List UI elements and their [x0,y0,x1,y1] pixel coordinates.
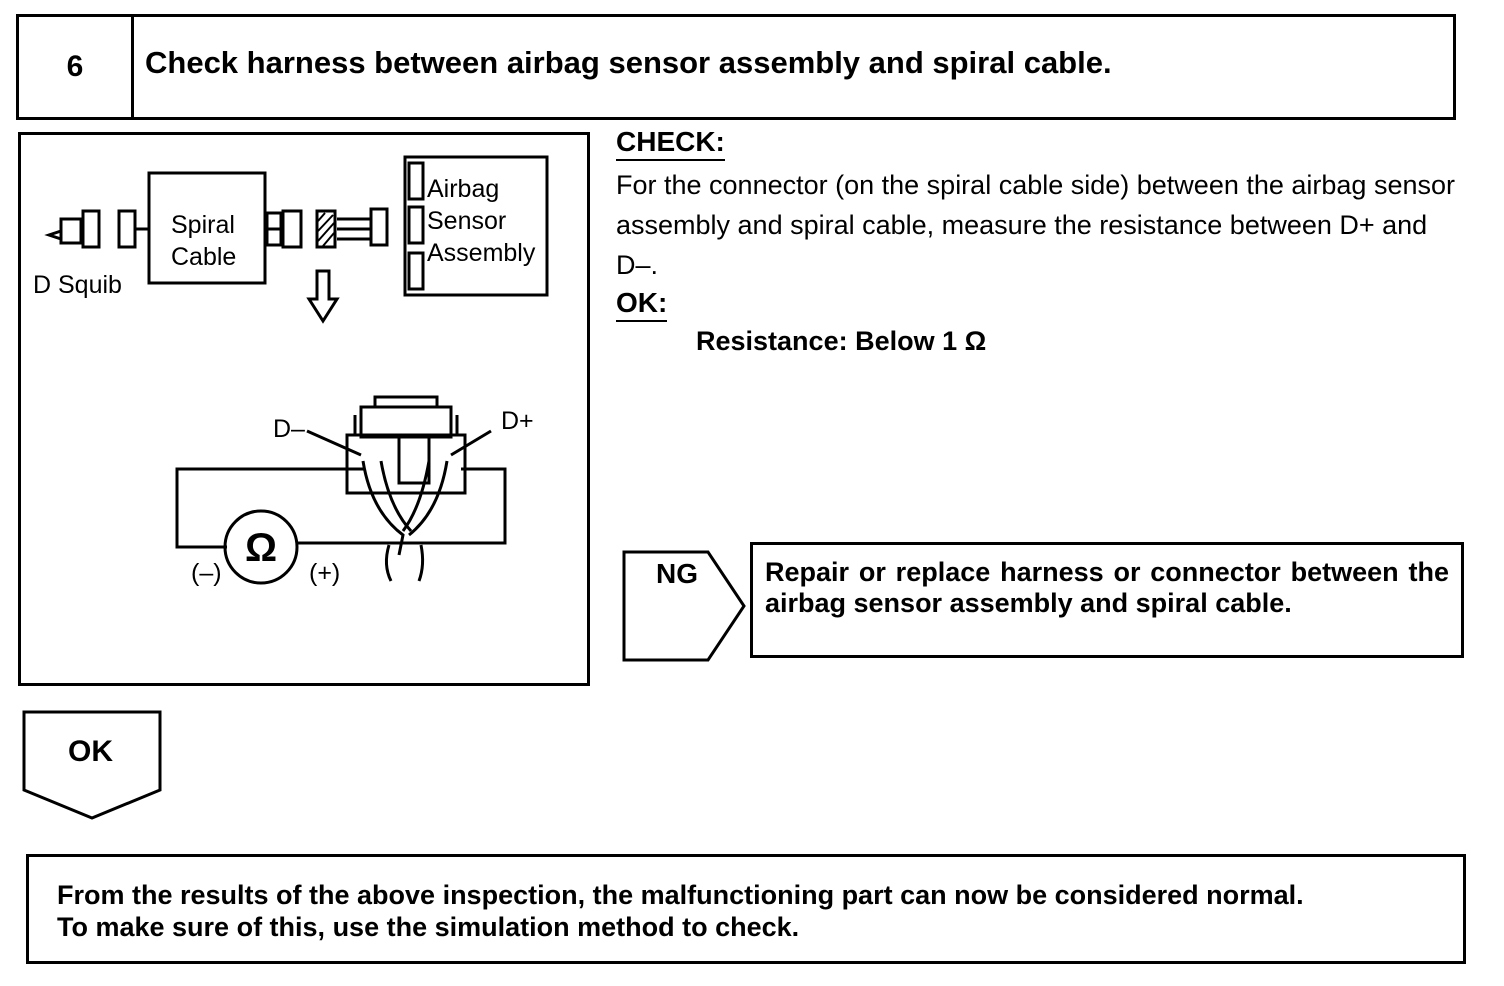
check-instructions: For the connector (on the spiral cable s… [616,170,1455,280]
airbag-label-3: Assembly [427,239,536,267]
step-header: 6 Check harness between airbag sensor as… [16,14,1456,120]
spiral-right-connector-b [281,209,303,249]
check-section: CHECK: For the connector (on the spiral … [616,126,1476,357]
ok-specification: Resistance: Below 1 Ω [696,326,987,356]
squib-plug [59,217,83,245]
airbag-connector [369,207,389,247]
airbag-sensor-box [403,155,549,297]
probe-wire-left [384,544,393,582]
airbag-label-2: Sensor [427,207,506,235]
ok-arrow-icon [22,710,162,820]
ng-arrow-icon [622,550,746,662]
check-heading: CHECK: [616,126,725,161]
ng-action-text: Repair or replace harness or connector b… [765,557,1449,618]
ok-heading: OK: [616,287,668,322]
airbag-label-1: Airbag [427,175,499,203]
conclusion-box: From the results of the above inspection… [26,854,1466,964]
conclusion-line-1: From the results of the above inspection… [57,880,1304,910]
probe-wire-right [417,544,425,582]
connector-diagram-svg: Spiral Cable Airbag Sensor Assembly D Sq… [33,155,549,587]
spiral-cable-label-1: Spiral [171,211,235,239]
probe-d-plus [401,460,431,532]
conclusion-text: From the results of the above inspection… [57,879,1443,943]
spiral-cable-label-2: Cable [171,243,236,271]
plus-terminal-label: (+) [309,559,340,587]
squib-pin [44,229,62,241]
probe-d-minus [361,460,405,556]
d-squib-label: D Squib [33,271,122,299]
spiral-left-connector [117,209,137,249]
squib-connector [81,209,101,249]
ohmmeter-circle [223,509,299,585]
ng-action-box: Repair or replace harness or connector b… [750,542,1464,658]
d-plus-label: D+ [501,407,534,435]
step-title: Check harness between airbag sensor asse… [145,45,1112,80]
down-arrow [306,269,340,324]
conclusion-line-2: To make sure of this, use the simulation… [57,912,800,942]
ng-label: NG [656,558,698,589]
step-number: 6 [19,17,134,117]
wiring-diagram: Spiral Cable Airbag Sensor Assembly D Sq… [18,132,590,686]
ohm-symbol: Ω [245,526,277,570]
spiral-right-connector-a [265,211,283,247]
ok-label: OK [68,735,113,768]
minus-terminal-label: (–) [191,559,222,587]
d-minus-label: D– [273,415,305,443]
